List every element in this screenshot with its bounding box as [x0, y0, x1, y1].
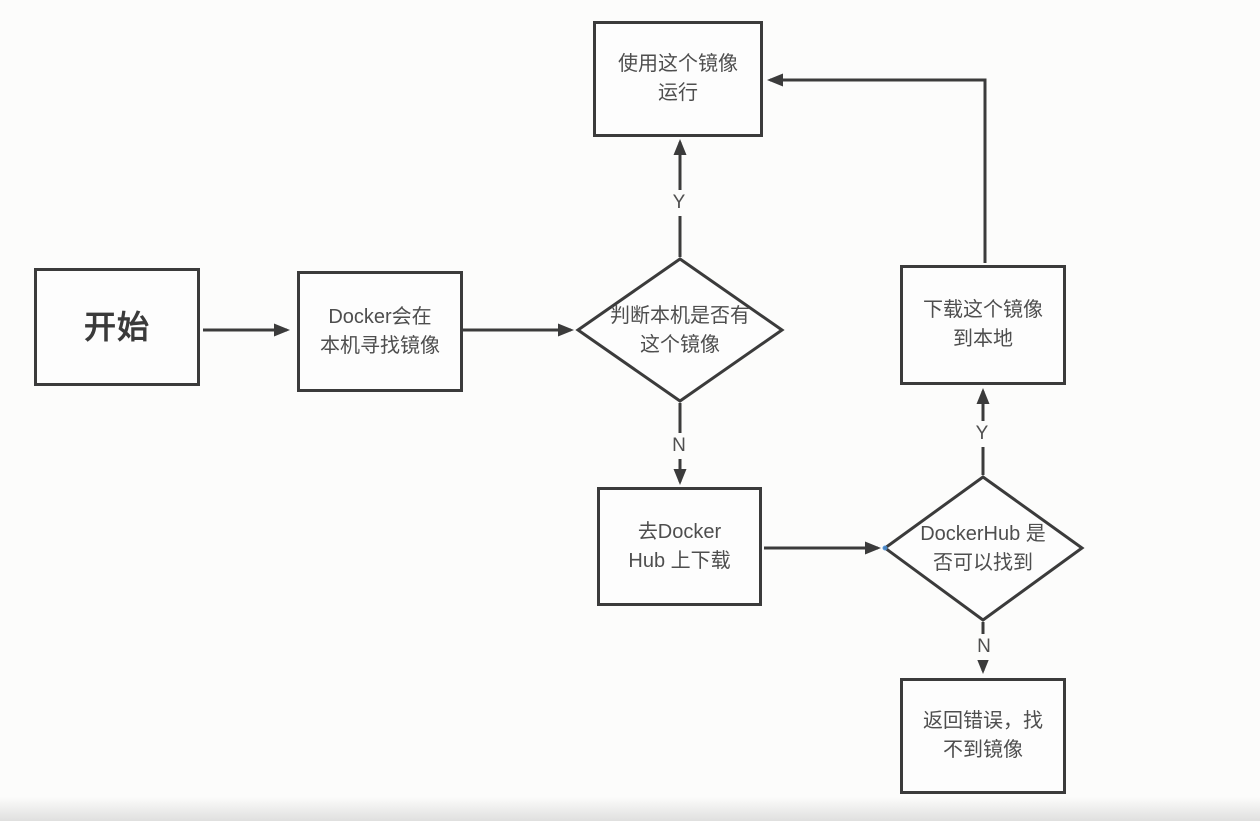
diamond-local-check: [575, 257, 785, 403]
node-run-image-label: 使用这个镜像 运行: [618, 53, 738, 104]
node-local-search-label: Docker会在 本机寻找镜像: [320, 305, 440, 357]
node-download-image-label: 下载这个镜像 到本地: [923, 299, 1043, 350]
connector-dot: [882, 545, 888, 551]
diamond-dockerhub-check: [882, 475, 1085, 622]
node-go-dockerhub-label: 去Docker Hub 上下载: [628, 520, 731, 572]
node-return-error: 返回错误，找 不到镜像: [900, 678, 1066, 794]
node-start-label: 开始: [83, 308, 150, 345]
node-download-image: 下载这个镜像 到本地: [900, 265, 1066, 385]
node-local-search: Docker会在 本机寻找镜像: [297, 271, 463, 392]
node-run-image: 使用这个镜像 运行: [593, 21, 763, 137]
node-go-dockerhub: 去Docker Hub 上下载: [597, 487, 762, 606]
edge-download-to-run: [767, 73, 987, 263]
node-start: 开始: [34, 268, 200, 386]
node-return-error-label: 返回错误，找 不到镜像: [923, 710, 1043, 761]
